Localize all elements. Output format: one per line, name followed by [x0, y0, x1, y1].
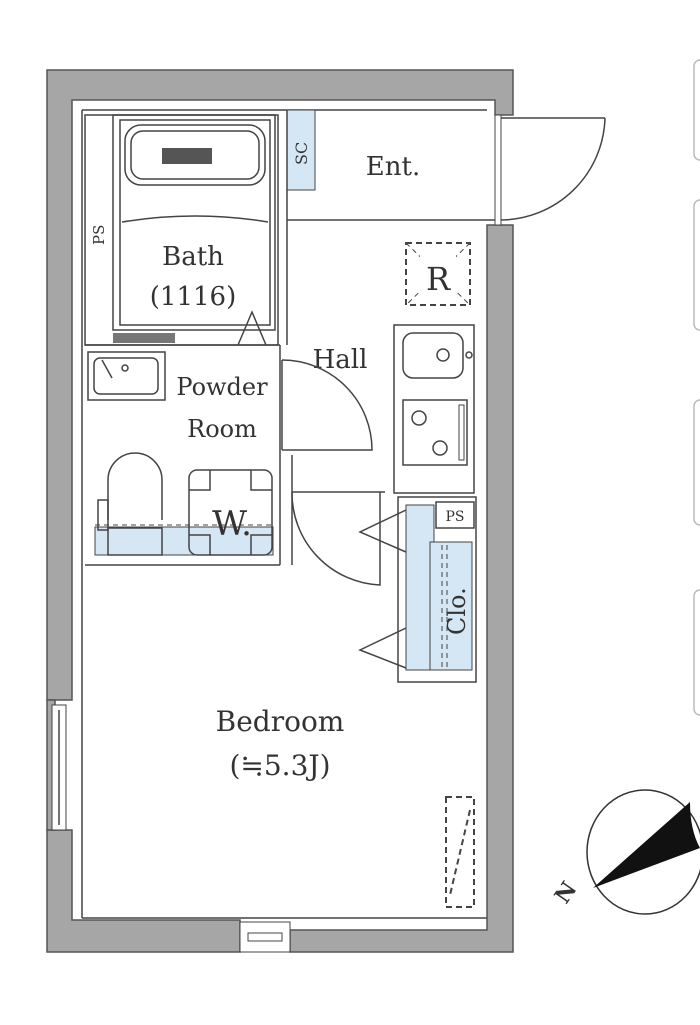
room-label-bedroom: Bedroom — [216, 705, 345, 738]
refrigerator-label: R — [426, 260, 451, 298]
closet-pipe-space-label: PS — [445, 509, 464, 525]
room-label-powder-line1: Powder — [176, 373, 268, 401]
window-bottom — [239, 921, 291, 953]
toilet — [97, 452, 163, 556]
closet-pipe-space — [435, 501, 475, 529]
washer-label: W. — [212, 504, 252, 544]
stove — [402, 399, 468, 466]
pipe-space-label: PS — [90, 225, 108, 245]
room-size-bedroom: (≒5.3J) — [229, 749, 330, 782]
room-label-hall: Hall — [313, 345, 368, 375]
closet: PS Clo. — [358, 496, 477, 683]
adjacent-thumbnails — [693, 59, 700, 716]
air-conditioner — [445, 796, 475, 908]
compass-needle — [593, 802, 700, 888]
room-label-entrance: Ent. — [366, 152, 420, 182]
powder-room-door[interactable] — [281, 359, 373, 451]
entrance: Ent. — [286, 110, 495, 345]
kitchen-sink — [402, 332, 464, 379]
bedroom-door[interactable] — [291, 455, 385, 586]
room-label-bath: Bath — [162, 242, 224, 272]
room-label-powder-line2: Room — [187, 415, 257, 443]
window-left — [51, 704, 67, 831]
room-size-bath: (1116) — [150, 282, 236, 312]
compass: N — [550, 789, 700, 915]
refrigerator-space: R — [405, 242, 471, 306]
shoe-cabinet-label: SC — [292, 142, 311, 165]
washer-space: W. — [188, 469, 273, 556]
entrance-door[interactable] — [494, 114, 606, 226]
room-label-closet: Clo. — [443, 587, 471, 635]
bathroom: Bath (1116) PS — [84, 114, 279, 346]
compass-north-label: N — [550, 877, 583, 908]
washbasin — [87, 351, 166, 401]
powder-room: Powder Room W. — [85, 344, 281, 566]
shoe-cabinet: SC — [286, 109, 316, 191]
bedroom: Bedroom (≒5.3J) — [216, 705, 475, 908]
kitchen-counter — [393, 324, 475, 494]
